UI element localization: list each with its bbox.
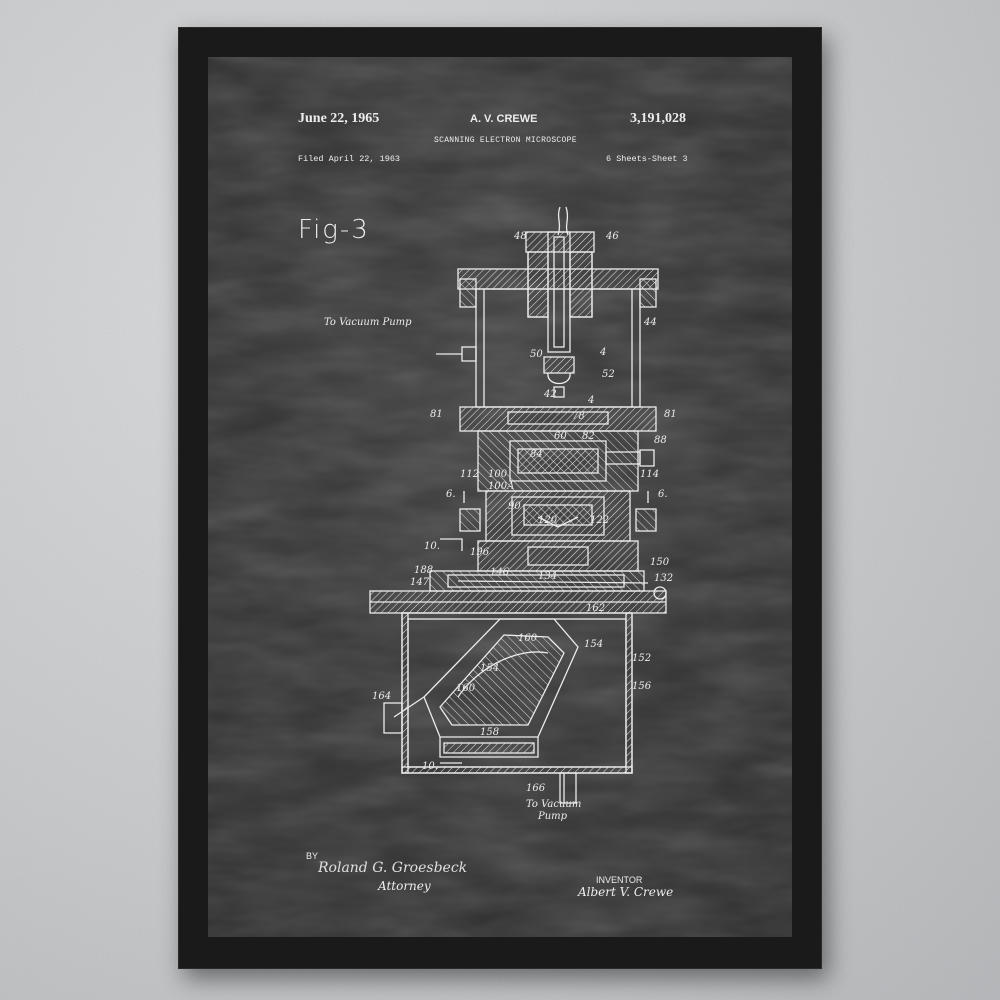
ref-112: 112 bbox=[460, 469, 479, 480]
chalkboard-print: June 22, 1965 A. V. CREWE 3,191,028 SCAN… bbox=[208, 57, 792, 937]
ref-154b: 154 bbox=[480, 663, 499, 674]
picture-frame: June 22, 1965 A. V. CREWE 3,191,028 SCAN… bbox=[178, 27, 822, 969]
ref-156: 156 bbox=[632, 681, 652, 692]
ref-6a: 6. bbox=[446, 489, 456, 500]
microscope-drawing: 48 46 44 50 4 52 42 4 81 78 81 60 82 88 … bbox=[369, 206, 677, 804]
inventor-signature: Albert V. Crewe bbox=[578, 885, 674, 899]
ref-10a: 10. bbox=[424, 541, 440, 552]
sheet-count: 6 Sheets-Sheet 3 bbox=[606, 154, 688, 164]
ref-134: 134 bbox=[538, 571, 557, 582]
inventor-label: INVENTOR bbox=[596, 875, 643, 885]
ref-81b: 81 bbox=[664, 409, 677, 420]
vacuum-pump-bottom-label-2: Pump bbox=[538, 811, 568, 822]
ref-50: 50 bbox=[530, 349, 543, 360]
ref-196: 196 bbox=[470, 547, 490, 558]
ref-166: 166 bbox=[526, 783, 546, 794]
ref-84: 84 bbox=[530, 449, 543, 460]
ref-81a: 81 bbox=[430, 409, 443, 420]
ref-4b: 4 bbox=[587, 395, 594, 406]
patent-date: June 22, 1965 bbox=[298, 111, 380, 126]
ref-132: 132 bbox=[654, 573, 673, 584]
ref-10b: 10. bbox=[422, 761, 438, 772]
vacuum-pump-bottom-label: To Vacuum bbox=[526, 799, 582, 810]
ref-100: 100 bbox=[488, 469, 508, 480]
ref-147: 147 bbox=[410, 577, 430, 588]
ref-52: 52 bbox=[602, 369, 615, 380]
patent-title: SCANNING ELECTRON MICROSCOPE bbox=[434, 136, 577, 145]
ref-162: 162 bbox=[586, 603, 605, 614]
ref-82: 82 bbox=[582, 431, 595, 442]
ref-46: 46 bbox=[605, 231, 619, 242]
ref-150: 150 bbox=[650, 557, 670, 568]
ref-78: 78 bbox=[572, 411, 585, 422]
by-label: BY bbox=[306, 851, 319, 861]
ref-4a: 4 bbox=[599, 347, 606, 358]
ref-154a: 154 bbox=[584, 639, 603, 650]
ref-152: 152 bbox=[632, 653, 651, 664]
ref-60: 60 bbox=[554, 431, 567, 442]
ref-188: 188 bbox=[414, 565, 433, 576]
ref-160a: 160 bbox=[518, 633, 538, 644]
vacuum-pump-top-label: To Vacuum Pump bbox=[324, 317, 412, 328]
filed-date: Filed April 22, 1963 bbox=[298, 154, 401, 164]
attorney-title: Attorney bbox=[378, 879, 431, 893]
ref-160b: 160 bbox=[456, 683, 476, 694]
ref-146: 146 bbox=[490, 567, 510, 578]
ref-88: 88 bbox=[654, 435, 667, 446]
ref-6b: 6. bbox=[658, 489, 668, 500]
patent-number: 3,191,028 bbox=[630, 111, 686, 126]
ref-90: 90 bbox=[508, 501, 521, 512]
ref-42: 42 bbox=[543, 389, 557, 400]
ref-100a: 100A bbox=[488, 481, 514, 492]
ref-44: 44 bbox=[643, 317, 657, 328]
ref-164: 164 bbox=[372, 691, 391, 702]
ref-158: 158 bbox=[480, 727, 499, 738]
ref-48: 48 bbox=[513, 231, 527, 242]
header-inventor: A. V. CREWE bbox=[470, 113, 538, 125]
ref-122: 122 bbox=[590, 515, 609, 526]
figure-label: Fig-3 bbox=[298, 215, 370, 245]
ref-120: 120 bbox=[538, 515, 558, 526]
attorney-signature: Roland G. Groesbeck bbox=[318, 860, 468, 876]
ref-114: 114 bbox=[640, 469, 659, 480]
